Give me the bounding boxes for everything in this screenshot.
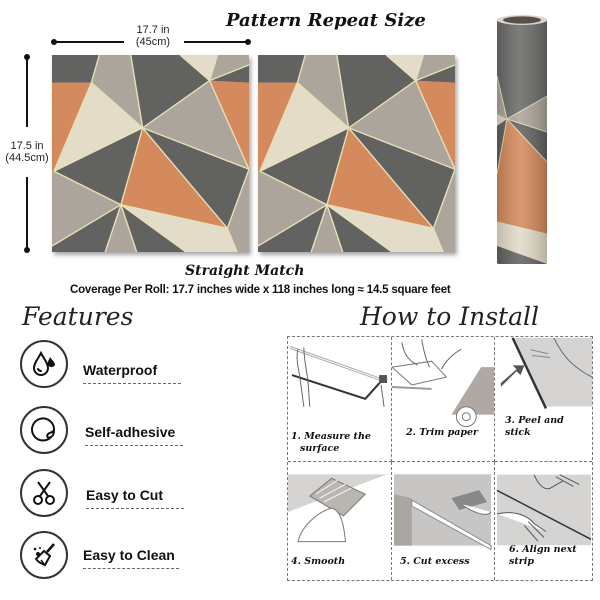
trim-illustration — [392, 339, 494, 427]
easy-cut-icon-circle — [20, 469, 68, 517]
step-label-2: 2. Trim paper — [406, 427, 479, 438]
sticker-peel-icon — [31, 417, 56, 442]
pattern-tile-1 — [52, 55, 249, 252]
feature-label-waterproof: Waterproof — [83, 362, 181, 384]
install-title: How to Install — [360, 302, 539, 331]
width-label: 17.7 in (45cm) — [120, 24, 186, 48]
install-step-4: 4. Smooth — [288, 462, 392, 580]
height-cm: (44.5cm) — [5, 152, 49, 164]
width-cm: (45cm) — [135, 36, 171, 48]
wallpaper-roll — [497, 14, 547, 264]
broom-icon — [33, 543, 55, 567]
align-strip-illustration — [496, 474, 592, 546]
step-label-6: 6. Align next strip — [509, 544, 577, 567]
pattern-repeat-title: Pattern Repeat Size — [226, 10, 426, 31]
measure-illustration — [289, 345, 388, 407]
install-step-6: 6. Align next strip — [495, 462, 592, 580]
features-title: Features — [22, 302, 134, 331]
cut-excess-illustration — [393, 474, 492, 551]
peel-stick-illustration — [500, 337, 592, 409]
feature-label-self-adhesive: Self-adhesive — [85, 424, 183, 446]
step-label-4: 4. Smooth — [291, 556, 346, 567]
height-label: 17.5 in (44.5cm) — [0, 140, 54, 164]
smooth-illustration — [288, 474, 388, 543]
waterproof-icon-circle — [20, 340, 68, 388]
coverage-text: Coverage Per Roll: 17.7 inches wide x 11… — [70, 284, 451, 296]
width-dimension-line — [51, 39, 251, 45]
match-type-title: Straight Match — [185, 263, 305, 279]
install-step-2: 2. Trim paper — [392, 337, 495, 462]
pattern-tile-2 — [258, 55, 455, 252]
scissors-icon — [33, 481, 55, 505]
feature-label-easy-clean: Easy to Clean — [83, 547, 179, 569]
install-steps-grid: 1. Measure the surface 2. Trim paper 3. … — [287, 336, 593, 581]
install-step-5: 5. Cut excess — [392, 462, 495, 580]
height-inches: 17.5 in — [10, 140, 44, 152]
step-label-3: 3. Peel and stick — [505, 415, 564, 438]
step-label-1: 1. Measure the surface — [291, 431, 371, 454]
install-step-1: 1. Measure the surface — [288, 337, 392, 462]
width-inches: 17.7 in — [136, 24, 170, 36]
height-dimension-line — [24, 54, 30, 253]
step-label-5: 5. Cut excess — [400, 556, 470, 567]
self-adhesive-icon-circle — [20, 406, 68, 454]
feature-label-easy-cut: Easy to Cut — [86, 487, 184, 509]
water-drop-icon — [32, 350, 55, 376]
install-step-3: 3. Peel and stick — [495, 337, 592, 462]
easy-clean-icon-circle — [20, 531, 68, 579]
